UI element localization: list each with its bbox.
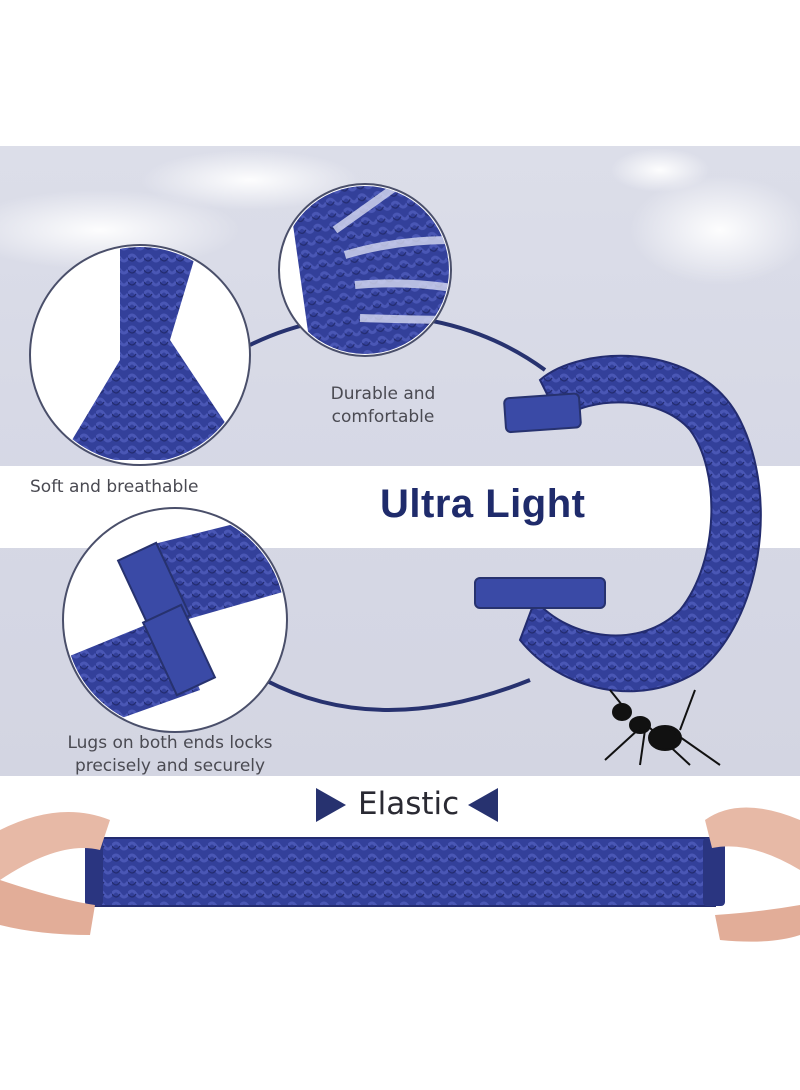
feature-durable-line2: comfortable: [331, 407, 435, 427]
feature-durable-line1: Durable and: [330, 384, 436, 404]
ant: [604, 689, 721, 766]
connector-arc-lower: [264, 678, 531, 712]
feature-durable: Durable and comfortable: [318, 383, 448, 429]
triangle-right-icon: [316, 788, 346, 822]
loop-band: [474, 354, 762, 693]
detail-circle-soft: [29, 244, 251, 466]
feature-lugs-line2: precisely and securely: [74, 756, 266, 776]
feature-soft: Soft and breathable: [30, 477, 199, 497]
headline: Ultra Light: [380, 482, 586, 526]
stretched-band: [0, 807, 800, 942]
triangle-left-icon: [468, 788, 498, 822]
clouds: [0, 148, 800, 285]
feature-lugs: Lugs on both ends locks precisely and se…: [40, 732, 300, 778]
detail-circle-lugs: [62, 507, 288, 733]
stretch-label: Elastic: [358, 786, 460, 822]
feature-lugs-line1: Lugs on both ends locks: [67, 733, 273, 753]
